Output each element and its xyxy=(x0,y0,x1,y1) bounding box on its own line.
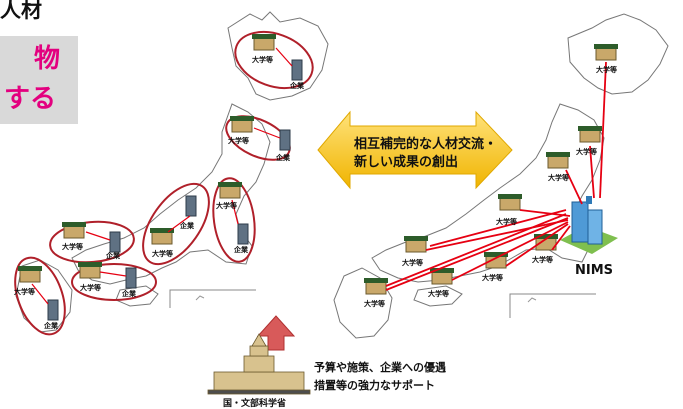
highlight-box xyxy=(0,36,78,124)
support-text-line-1: 予算や施策、企業への優遇 xyxy=(314,361,446,374)
node-label-university: 大学等 xyxy=(402,258,423,267)
node-label-university: 大学等 xyxy=(596,65,617,74)
node-label-company: 企業 xyxy=(43,321,59,330)
company-tower-icon xyxy=(109,231,121,253)
node-label-university: 大学等 xyxy=(428,289,449,298)
right-hokkaido-shape xyxy=(567,13,669,95)
left-cluster-links xyxy=(31,47,293,305)
left-nodes xyxy=(18,34,303,321)
right-shikoku-shape xyxy=(413,285,463,307)
exchange-arrow-line-2: 新しい成果の創出 xyxy=(354,155,459,170)
okinawa-inset-right xyxy=(509,293,596,318)
node-label-company: 企業 xyxy=(275,153,291,162)
node-label-university: 大学等 xyxy=(80,283,101,292)
node-label-university: 大学等 xyxy=(364,299,385,308)
node-label-university: 大学等 xyxy=(548,173,569,182)
university-icon xyxy=(62,222,86,239)
highlight-line-2: する xyxy=(4,84,57,114)
cluster-ellipse-kyushu xyxy=(14,256,66,336)
company-tower-icon xyxy=(237,223,249,245)
node-label-company: 企業 xyxy=(121,289,137,298)
node-label-university: 大学等 xyxy=(576,147,597,156)
node-label-university: 大学等 xyxy=(216,201,237,210)
support-text-line-2: 措置等の強力なサポート xyxy=(314,379,435,392)
node-label-university: 大学等 xyxy=(252,55,273,64)
university-icon xyxy=(594,44,618,61)
left-node-labels: 大学等 企業 大学等 企業 大学等 企業 企業 大学等 大学等 企業 大学等 企… xyxy=(14,55,305,330)
node-label-company: 企業 xyxy=(233,245,249,254)
exchange-arrow-line-1: 相互補完的な人材交流・ xyxy=(354,137,498,152)
university-icon xyxy=(252,34,276,51)
nims-building-icon xyxy=(560,196,618,254)
node-label-university: 大学等 xyxy=(152,249,173,258)
cluster-ellipse-hokkaido xyxy=(234,30,314,90)
node-label-university: 大学等 xyxy=(482,273,503,282)
university-icon xyxy=(230,116,254,133)
node-label-university: 大学等 xyxy=(496,217,517,226)
node-label-university: 大学等 xyxy=(62,242,83,251)
okinawa-inset-left xyxy=(169,289,256,308)
cluster-ellipse-tohoku xyxy=(225,115,291,161)
university-icon xyxy=(404,236,428,253)
university-icon xyxy=(498,194,522,211)
node-label-university: 大学等 xyxy=(532,255,553,264)
right-nodes xyxy=(364,44,618,295)
node-label-company: 企業 xyxy=(105,251,121,260)
company-tower-icon xyxy=(185,195,197,217)
university-icon xyxy=(78,262,102,279)
header-fragment: 人材 xyxy=(0,0,42,22)
node-label-university: 大学等 xyxy=(14,287,35,296)
university-icon xyxy=(430,268,454,285)
university-icon xyxy=(546,152,570,169)
cluster-ellipse-chubu xyxy=(142,182,210,266)
left-cluster-ellipses xyxy=(14,30,314,336)
node-label-university: 大学等 xyxy=(228,136,249,145)
diet-building-icon xyxy=(207,333,311,395)
university-icon xyxy=(150,228,174,245)
right-links-to-nims xyxy=(385,61,607,291)
nims-label: NIMS xyxy=(575,263,614,278)
company-tower-icon xyxy=(279,129,291,151)
highlight-line-1: 物 xyxy=(34,44,61,74)
university-icon xyxy=(18,266,42,283)
right-node-labels: 大学等 大学等 大学等 大学等 大学等 大学等 大学等 大学等 大学等 xyxy=(364,65,617,308)
exchange-double-arrow xyxy=(317,110,513,190)
node-label-company: 企業 xyxy=(179,221,195,230)
company-tower-icon xyxy=(47,299,59,321)
company-tower-icon xyxy=(125,267,137,289)
left-honshu-shape xyxy=(71,103,271,285)
government-label: 国・文部科学省 xyxy=(223,399,287,409)
university-icon xyxy=(364,278,388,295)
cluster-ellipse-chugoku xyxy=(71,263,157,301)
cluster-ellipse-kansai xyxy=(49,220,135,264)
node-label-company: 企業 xyxy=(289,81,305,90)
cluster-ellipse-kanto xyxy=(212,177,256,263)
university-icon xyxy=(578,126,602,143)
company-tower-icon xyxy=(291,59,303,81)
university-icon xyxy=(218,182,242,199)
